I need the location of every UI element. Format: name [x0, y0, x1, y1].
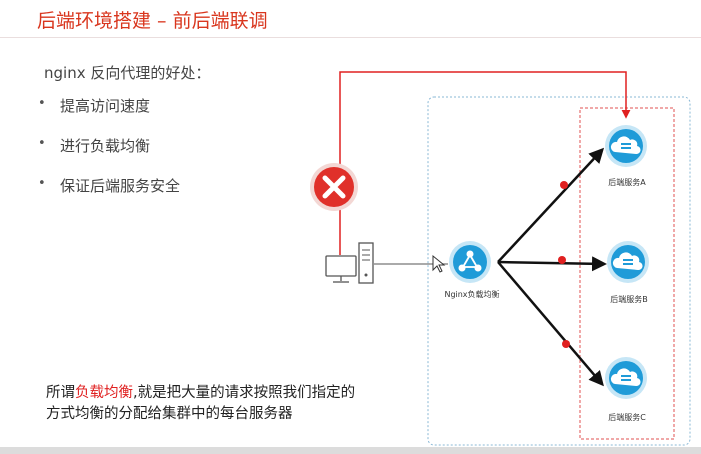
- note-suffix: ,就是把大量的请求按照我们指定的方式均衡的分配给集群中的每台服务器: [46, 385, 356, 422]
- bullet-text: 提高访问速度: [60, 97, 151, 115]
- bottom-bar: [0, 447, 701, 454]
- nginx-icon: [449, 241, 491, 283]
- request-dot: [562, 340, 570, 348]
- slide-title: 后端环境搭建 – 前后端联调: [37, 10, 268, 32]
- server-label: 后端服务A: [608, 177, 646, 187]
- server-label: 后端服务B: [610, 294, 648, 304]
- cloud-server-icon: [605, 125, 647, 167]
- subtitle: nginx 反向代理的好处：: [44, 64, 211, 82]
- nginx-label: Nginx负载均衡: [444, 289, 499, 299]
- bullet-text: 进行负载均衡: [60, 137, 151, 155]
- bullet-text: 保证后端服务安全: [60, 177, 181, 195]
- note-highlight: 负载均衡: [75, 385, 133, 401]
- benefit-list: • 提高访问速度 • 进行负载均衡 • 保证后端服务安全: [38, 95, 180, 215]
- bullet-marker: •: [38, 136, 46, 151]
- cloud-server-icon: [607, 241, 649, 283]
- arrow-to-server-b: [497, 256, 607, 272]
- load-balance-note: 所谓负载均衡,就是把大量的请求按照我们指定的方式均衡的分配给集群中的每台服务器: [46, 383, 366, 425]
- bullet-marker: •: [38, 96, 46, 111]
- server-label: 后端服务C: [608, 412, 646, 422]
- blocked-icon: [310, 163, 358, 211]
- arrow-to-server-a: [497, 147, 605, 263]
- computer-icon: [325, 242, 374, 284]
- cluster-frame: [427, 96, 691, 446]
- list-item: • 提高访问速度: [38, 95, 180, 135]
- note-prefix: 所谓: [46, 385, 75, 401]
- title-divider: [0, 37, 701, 38]
- cloud-server-icon: [605, 357, 647, 399]
- server-group-frame: [579, 107, 675, 440]
- list-item: • 进行负载均衡: [38, 135, 180, 175]
- list-item: • 保证后端服务安全: [38, 175, 180, 215]
- arrow-to-server-c: [497, 261, 604, 387]
- bullet-marker: •: [38, 176, 46, 191]
- cursor-icon: [432, 254, 446, 273]
- request-dot: [558, 256, 566, 264]
- direct-access-path: [339, 71, 631, 255]
- request-dot: [560, 181, 568, 189]
